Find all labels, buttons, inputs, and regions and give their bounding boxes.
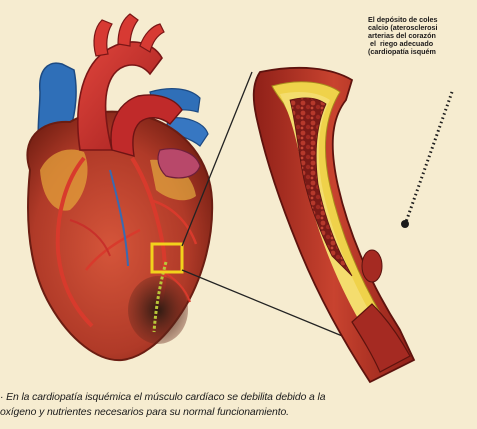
caption-line: oxígeno y nutrientes necesarios para su … [0,405,477,420]
callout-line: el riego adecuado [368,40,477,48]
callout-text: El depósito de coles calcio (aterosclero… [368,16,477,56]
callout-line: (cardiopatía isquém [368,48,477,56]
callout-line: arterias del corazón [368,32,477,40]
callout-pointer-dot [401,220,409,228]
figure-caption: · En la cardiopatía isquémica el músculo… [0,390,477,420]
callout-line: calcio (aterosclerosi [368,24,477,32]
callout-line: El depósito de coles [368,16,477,24]
infarct-zone [128,276,188,344]
blood-clot [362,250,382,282]
caption-line: · En la cardiopatía isquémica el músculo… [0,390,477,405]
